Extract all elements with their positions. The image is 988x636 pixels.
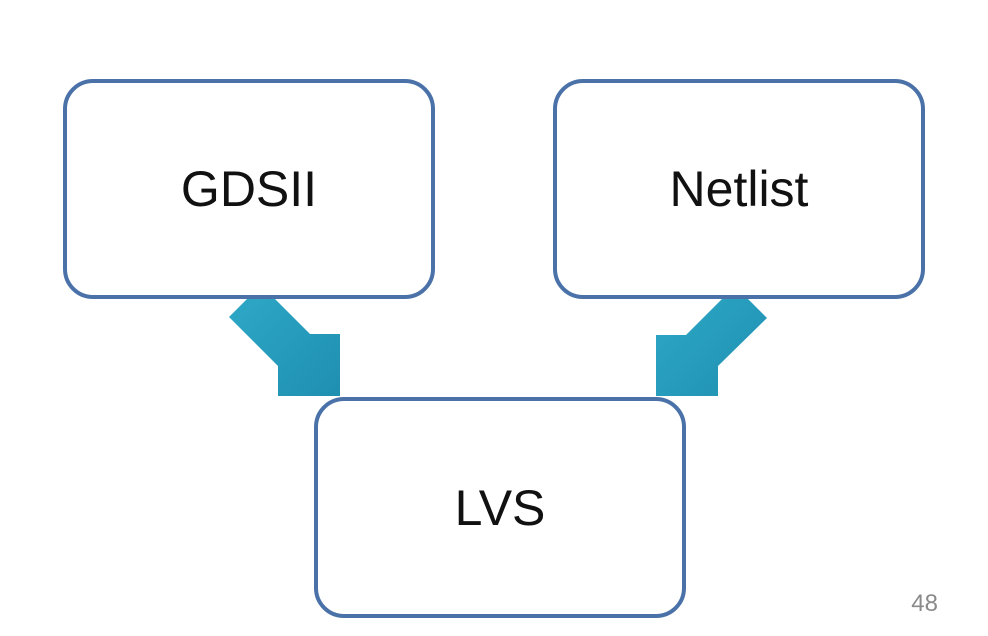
node-gdsii-label: GDSII [180, 161, 318, 217]
node-lvs-label: LVS [454, 479, 546, 536]
node-gdsii: GDSII [63, 79, 435, 299]
page-number: 48 [911, 590, 938, 617]
node-netlist: Netlist [553, 79, 925, 299]
node-netlist-label: Netlist [669, 161, 809, 217]
arrow-gdsii-to-lvs [229, 285, 340, 396]
node-lvs: LVS [314, 397, 686, 618]
arrow-netlist-to-lvs [656, 286, 767, 396]
